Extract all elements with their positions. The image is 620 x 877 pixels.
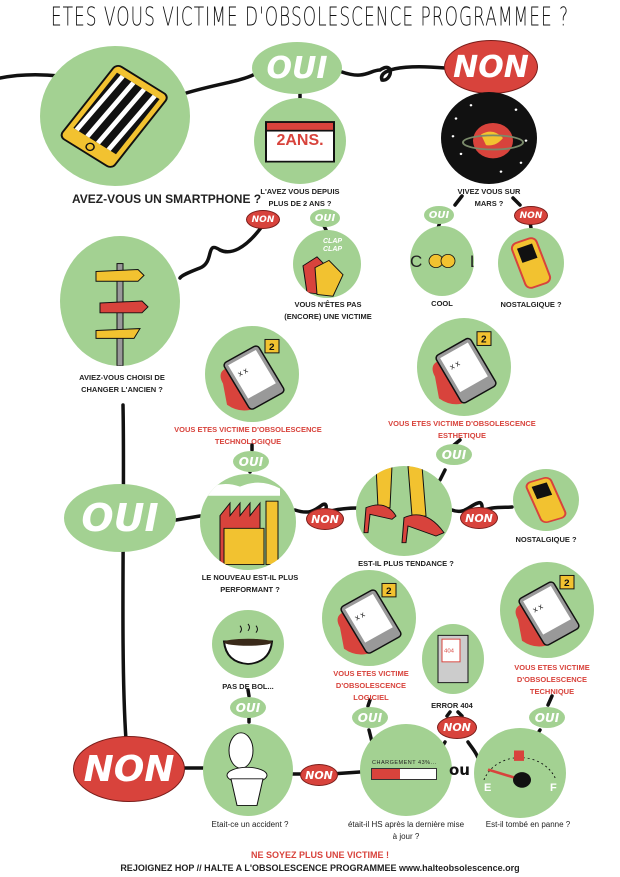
two-years-question: L'AVEZ VOUS DEPUIS PLUS DE 2 ANS ? [260, 187, 340, 208]
cool-circle: C L [410, 226, 474, 296]
svg-text:x x: x x [448, 359, 461, 372]
nostalgic-result-1: NOSTALGIQUE ? [500, 300, 562, 309]
heels-circle [356, 466, 452, 556]
bowl-icon [222, 623, 274, 665]
non-badge-update[interactable]: NON [437, 716, 477, 739]
oui-badge-mars[interactable]: OUI [424, 206, 454, 224]
factory-circle [200, 474, 296, 570]
error-label: ERROR 404 [431, 701, 473, 710]
evidence-marker: 2 [564, 578, 570, 589]
smartphone-circle [40, 46, 190, 186]
dead-phone-circle-software: x x 2 [322, 570, 416, 666]
broken-screen-icon: 404 [437, 634, 469, 684]
evidence-marker: 2 [269, 342, 275, 353]
big-oui-badge[interactable]: OUI [64, 484, 176, 552]
trendier-question: EST-IL PLUS TENDANCE ? [358, 559, 454, 568]
dead-phone-icon: x x 2 [515, 574, 580, 647]
svg-text:x x: x x [236, 366, 250, 379]
nostalgic-result-2: NOSTALGIQUE ? [515, 535, 577, 544]
oui-badge-two-years[interactable]: OUI [310, 209, 340, 227]
mars-circle [441, 92, 537, 184]
top-oui-badge[interactable]: OUI [252, 42, 342, 94]
clap-text: CLAP CLAP [323, 238, 343, 253]
cool-result: COOL [431, 299, 453, 308]
signpost-circle [60, 236, 180, 366]
top-non-badge[interactable]: NON [444, 40, 538, 94]
calendar-circle: 2ANS. [254, 98, 346, 184]
toilet-circle [203, 724, 293, 816]
victim-software-result: VOUS ETES VICTIME D'OBSOLESCENCE LOGICIE… [333, 669, 409, 702]
bowl-circle [212, 610, 284, 678]
flip-phone-icon [510, 237, 552, 289]
chose-change-question: AVIEZ-VOUS CHOISI DE CHANGER L'ANCIEN ? [79, 373, 165, 394]
big-non-badge[interactable]: NON [73, 736, 185, 802]
performant-question: LE NOUVEAU EST-IL PLUS PERFORMANT ? [201, 573, 299, 594]
loading-label: CHARGEMENT 43%... [372, 760, 437, 766]
victim-aesthetic-result: VOUS ETES VICTIME D'OBSOLESCENCE ESTHETI… [388, 419, 536, 440]
loading-progress-bar [371, 768, 437, 780]
dead-phone-circle-tech: x x 2 [205, 326, 299, 422]
high-heels-icon [363, 466, 445, 544]
smiley-icon [428, 254, 456, 268]
planet-icon [451, 104, 528, 173]
or-label: ou [449, 761, 470, 779]
dead-phone-icon: x x 2 [432, 331, 497, 405]
breakdown-question: Est-il tombé en panne ? [485, 820, 571, 829]
evidence-marker: 2 [481, 335, 487, 346]
non-badge-performant[interactable]: NON [306, 508, 344, 530]
oui-badge-trendier[interactable]: OUI [436, 444, 472, 465]
svg-text:404: 404 [444, 648, 455, 654]
svg-text:x x: x x [353, 610, 367, 623]
victim-technical-result: VOUS ETES VICTIME D'OBSOLESCENCE TECHNIQ… [514, 663, 590, 696]
clapping-hands-icon [302, 256, 344, 297]
gauge-empty-label: E [484, 782, 492, 794]
oui-badge-update[interactable]: OUI [352, 707, 388, 728]
update-question: était-il HS après la dernière mise à jou… [347, 820, 465, 841]
toilet-icon [226, 732, 268, 806]
flip-phone-icon [525, 477, 567, 523]
clap-circle: CLAP CLAP [293, 230, 361, 298]
page-title: ETES VOUS VICTIME D'OBSOLESCENCE PROGRAM… [50, 3, 570, 33]
mars-question: VIVEZ VOUS SUR MARS ? [457, 187, 521, 208]
bad-luck-result: PAS DE BOL... [222, 682, 274, 691]
dead-phone-circle-technical: x x 2 [500, 562, 594, 658]
fuel-gauge-icon [483, 750, 557, 788]
accident-question: Etait-ce un accident ? [211, 820, 289, 829]
dead-phone-icon: x x 2 [220, 338, 285, 411]
gauge-full-label: F [550, 782, 557, 794]
smartphone-icon [60, 65, 168, 168]
non-badge-two-years[interactable]: NON [246, 210, 280, 229]
dead-phone-circle-aesthetic: x x 2 [417, 318, 511, 416]
calendar-icon [265, 121, 335, 163]
non-badge-trendier[interactable]: NON [460, 507, 498, 529]
footer-slogan: NE SOYEZ PLUS UNE VICTIME ! [250, 850, 390, 860]
signpost-icon [95, 263, 149, 366]
error-circle: 404 [422, 624, 484, 694]
svg-text:x x: x x [531, 602, 545, 615]
footer-join-link[interactable]: REJOIGNEZ HOP // HALTE A L'OBSOLESCENCE … [120, 863, 520, 873]
factory-icon [200, 482, 280, 566]
smartphone-question: AVEZ-VOUS UN SMARTPHONE ? [72, 192, 262, 206]
loading-circle: CHARGEMENT 43%... [360, 724, 452, 816]
oui-badge-performant[interactable]: OUI [233, 451, 269, 472]
loading-progress-fill [372, 769, 400, 779]
flip-phone-circle-2 [513, 469, 579, 531]
non-badge-accident[interactable]: NON [300, 764, 338, 786]
not-victim-result: VOUS N'ÊTES PAS (ENCORE) UNE VICTIME [284, 300, 372, 321]
cool-logo-text: C L [410, 252, 474, 271]
oui-badge-breakdown[interactable]: OUI [529, 707, 565, 728]
evidence-marker: 2 [386, 586, 392, 597]
oui-badge-accident[interactable]: OUI [230, 697, 266, 718]
victim-technological-result: VOUS ETES VICTIME D'OBSOLESCENCE TECHNOL… [174, 425, 322, 446]
flip-phone-circle [498, 228, 564, 298]
fuel-gauge-circle: E F [474, 728, 566, 818]
calendar-text: 2ANS. [276, 132, 324, 149]
non-badge-mars[interactable]: NON [514, 206, 548, 225]
dead-phone-icon: x x 2 [337, 582, 402, 655]
